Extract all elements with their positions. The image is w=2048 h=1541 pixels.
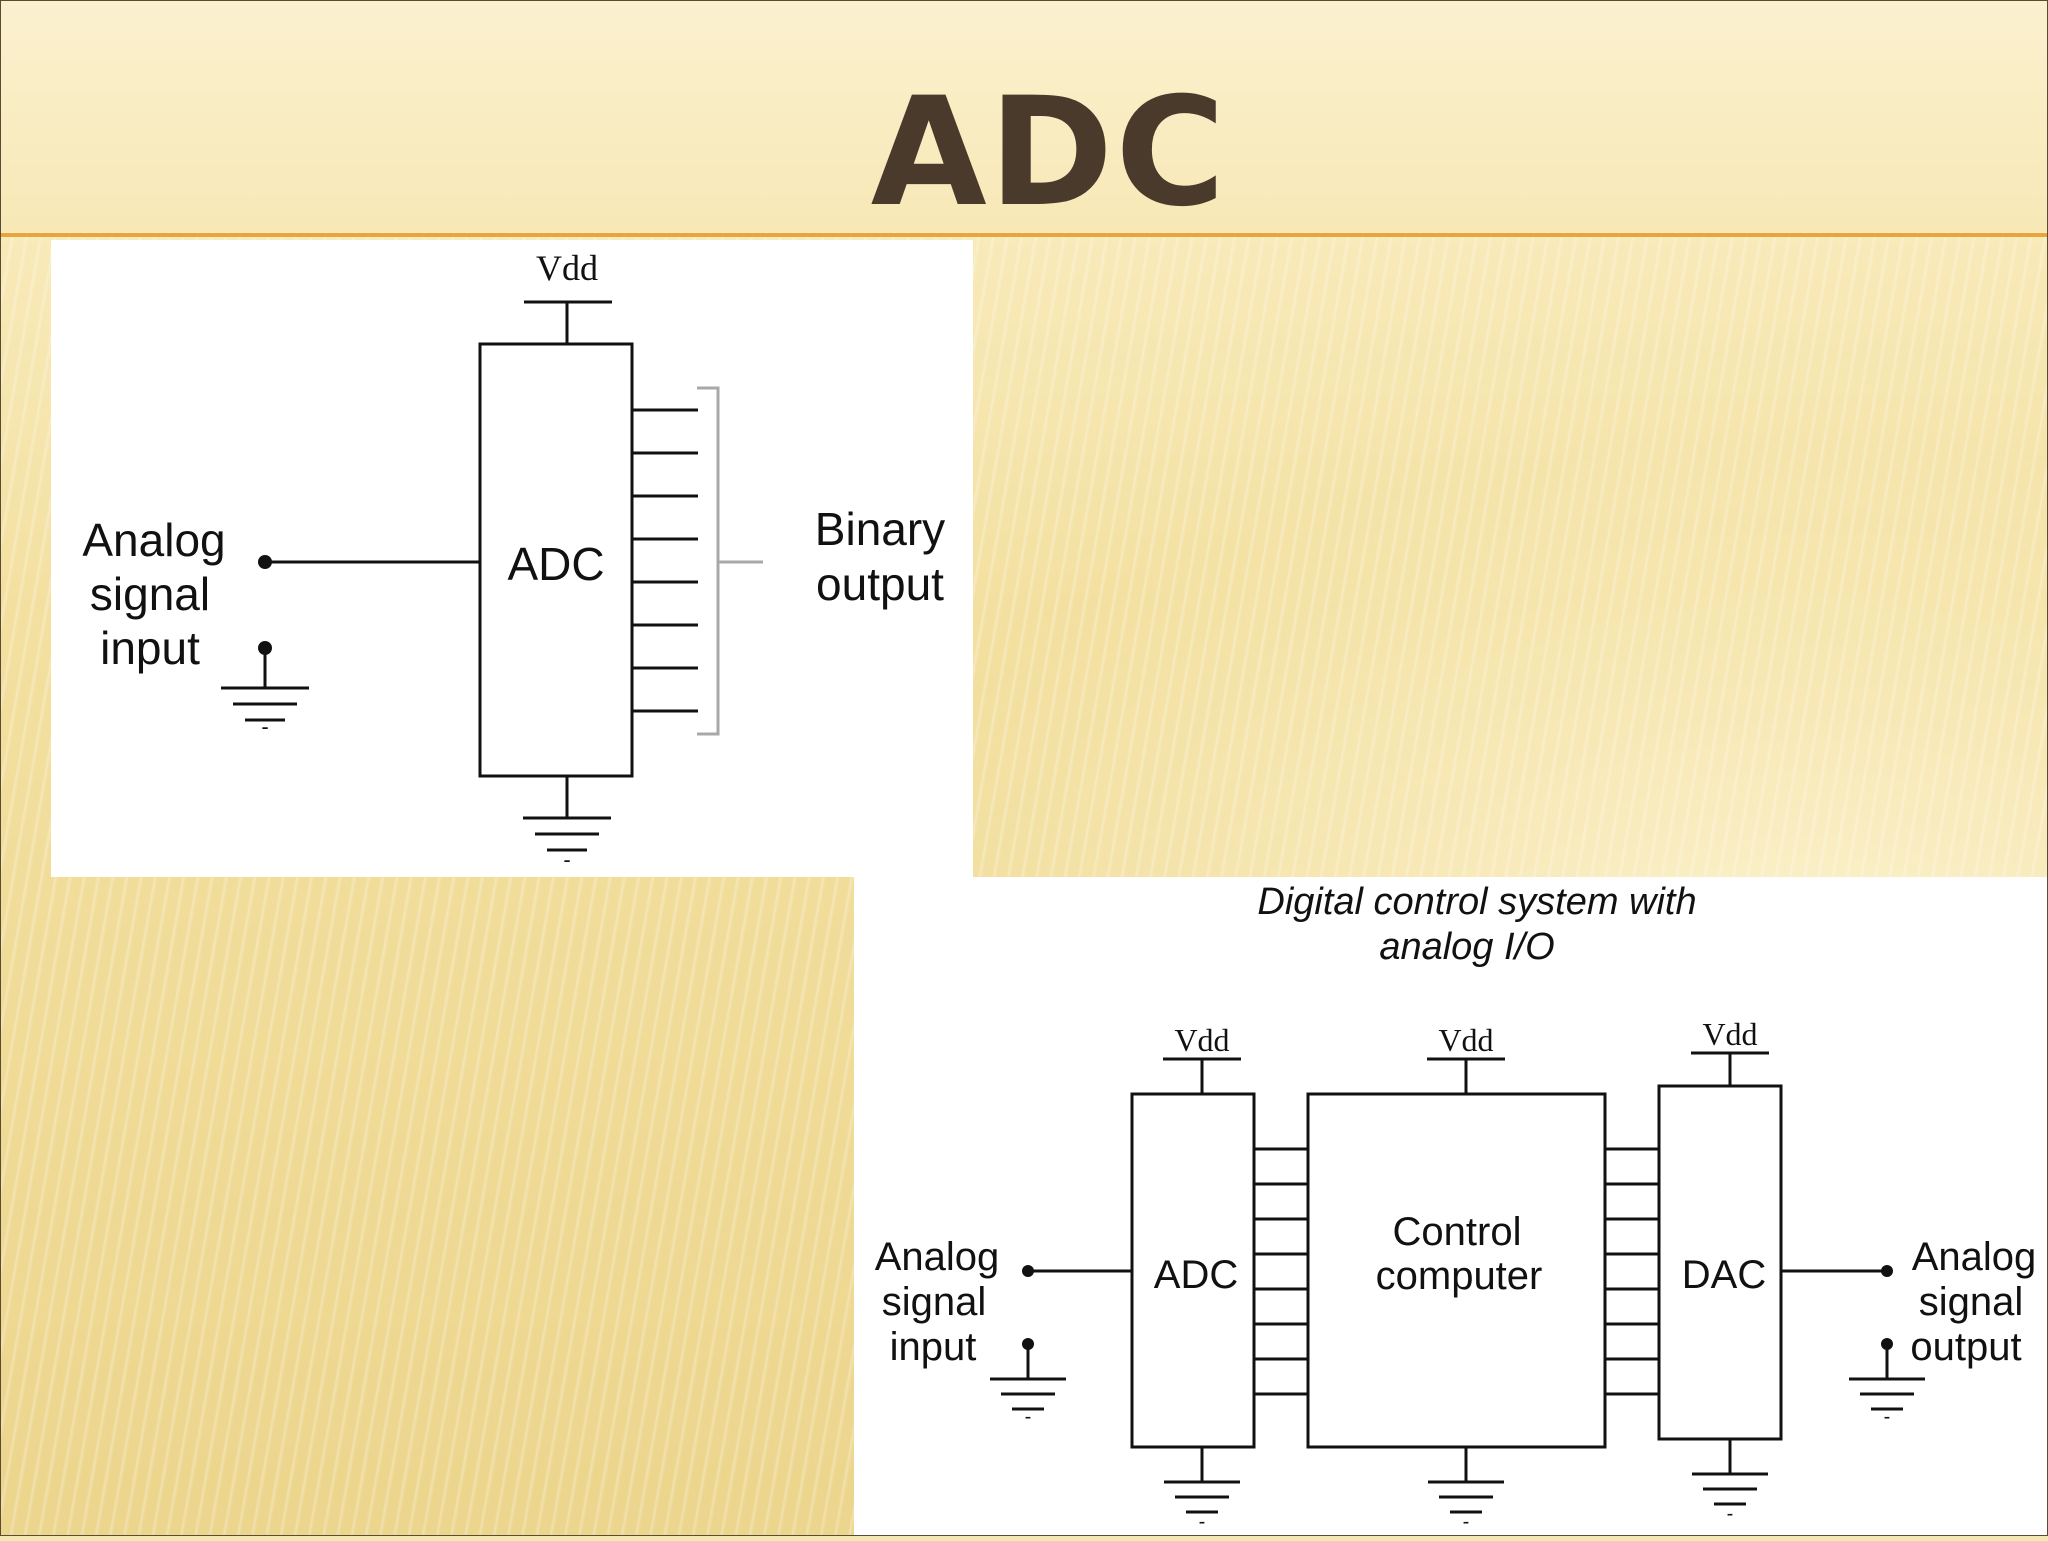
output-label-line2: output [816, 558, 944, 610]
output-label-line2: signal [1919, 1280, 2024, 1324]
computer-to-dac-bus [1605, 1147, 1659, 1396]
adc-ground-icon [523, 816, 611, 852]
title-band [0, 0, 2048, 232]
dac-ground-icon [1692, 1472, 1768, 1506]
control-system-panel: Digital control system with analog I/O V… [854, 877, 2048, 1536]
output-bus-lines [632, 408, 698, 713]
adc-diagram: Vdd ADC - - Analog signal input [82, 248, 945, 872]
output-terminal [1881, 1265, 1893, 1277]
input-label-line3: input [100, 622, 200, 674]
computer-ground-icon [1428, 1480, 1504, 1514]
control-computer-block [1306, 1092, 1607, 1449]
adc-ground-minus: - [563, 847, 570, 872]
dac-ground-minus: - [1727, 1503, 1734, 1525]
input-label-line3: input [890, 1325, 977, 1369]
control-system-diagram: Digital control system with analog I/O V… [875, 881, 2037, 1533]
computer-label-line2: computer [1376, 1254, 1543, 1298]
vdd-label: Vdd [536, 248, 598, 288]
dac-vdd-label: Vdd [1702, 1016, 1757, 1052]
dac-block-label: DAC [1682, 1253, 1766, 1297]
output-label-line1: Binary [815, 503, 945, 555]
adc-block-label: ADC [1154, 1253, 1238, 1297]
adc-diagram-panel: Vdd ADC - - Analog signal input [51, 240, 973, 877]
computer-ground-minus: - [1463, 1511, 1470, 1533]
computer-vdd-label: Vdd [1438, 1022, 1493, 1058]
input-label-line2: signal [882, 1280, 987, 1324]
adc-to-computer-bus [1254, 1147, 1308, 1396]
input-ground-minus: - [261, 714, 268, 739]
adc-vdd-label: Vdd [1174, 1022, 1229, 1058]
dac-block [1657, 1084, 1783, 1441]
title-divider [0, 233, 2048, 237]
adc-ground-icon [1164, 1480, 1240, 1514]
output-brace [697, 386, 720, 736]
adc-block [478, 342, 634, 778]
input-label-line1: Analog [82, 514, 225, 566]
output-label-line3: output [1910, 1325, 2021, 1369]
caption-line2: analog I/O [1379, 926, 1554, 968]
output-ground-minus: - [1884, 1406, 1891, 1428]
input-label-line1: Analog [875, 1235, 1000, 1279]
caption-line1: Digital control system with [1257, 881, 1696, 923]
output-label-line1: Analog [1912, 1235, 2037, 1279]
slide-title: ADC [870, 66, 1228, 240]
input-ground-icon [990, 1377, 1066, 1411]
computer-label-line1: Control [1393, 1210, 1522, 1254]
input-label-line2: signal [90, 568, 210, 620]
output-ground-icon [1849, 1377, 1925, 1411]
adc-ground-minus: - [1199, 1511, 1206, 1533]
input-ground-minus: - [1025, 1406, 1032, 1428]
input-ground-icon [221, 686, 309, 722]
adc-block-label: ADC [507, 538, 604, 590]
